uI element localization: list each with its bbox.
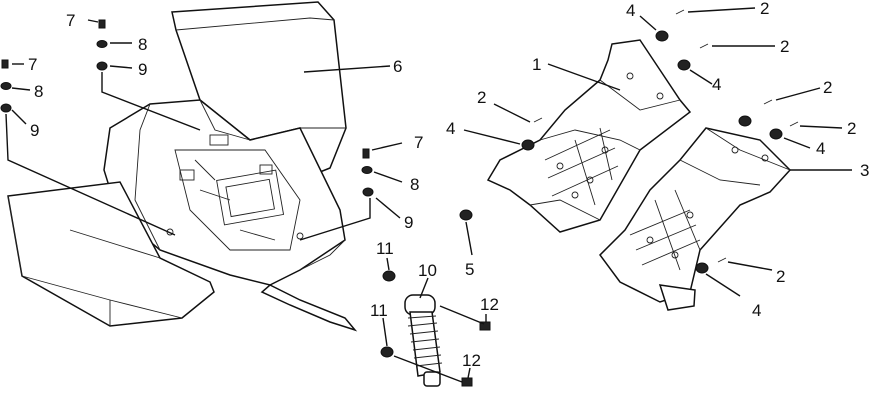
- callout-8: 8: [410, 175, 419, 194]
- callout-4: 4: [712, 75, 721, 94]
- callout-4: 4: [626, 1, 635, 20]
- callout-2: 2: [776, 267, 785, 286]
- callout-labels: 1 2 2 2 2 2 2 3 4 4 4 4 4 5 6 7 7 7 8 8 …: [28, 0, 869, 370]
- callout-2: 2: [847, 119, 856, 138]
- callout-5: 5: [465, 260, 474, 279]
- callout-4: 4: [816, 139, 825, 158]
- callout-4: 4: [752, 301, 761, 320]
- callout-9: 9: [404, 213, 413, 232]
- callout-6: 6: [393, 57, 402, 76]
- shock-absorber: [380, 270, 491, 387]
- right-fasteners: [459, 9, 799, 274]
- callout-12: 12: [480, 295, 499, 314]
- callout-2: 2: [780, 37, 789, 56]
- callout-1: 1: [532, 55, 541, 74]
- callout-3: 3: [860, 161, 869, 180]
- left-leader-lines: [5, 19, 403, 241]
- right-leader-lines: [463, 7, 852, 297]
- callout-12: 12: [462, 351, 481, 370]
- callout-8: 8: [34, 82, 43, 101]
- seat-body-assembly: [7, 1, 358, 332]
- callout-10: 10: [418, 261, 437, 280]
- callout-2: 2: [823, 78, 832, 97]
- callout-7: 7: [66, 11, 75, 30]
- callout-8: 8: [138, 35, 147, 54]
- callout-2: 2: [760, 0, 769, 18]
- callout-11: 11: [370, 301, 388, 320]
- callout-4: 4: [446, 119, 455, 138]
- callout-9: 9: [138, 60, 147, 79]
- callout-9: 9: [30, 121, 39, 140]
- footrest-plates: [486, 39, 792, 311]
- callout-7: 7: [28, 55, 37, 74]
- callout-2: 2: [477, 88, 486, 107]
- callout-7: 7: [414, 133, 423, 152]
- shock-leader-lines: [382, 257, 487, 383]
- left-fasteners: [0, 19, 374, 197]
- callout-11: 11: [376, 239, 394, 258]
